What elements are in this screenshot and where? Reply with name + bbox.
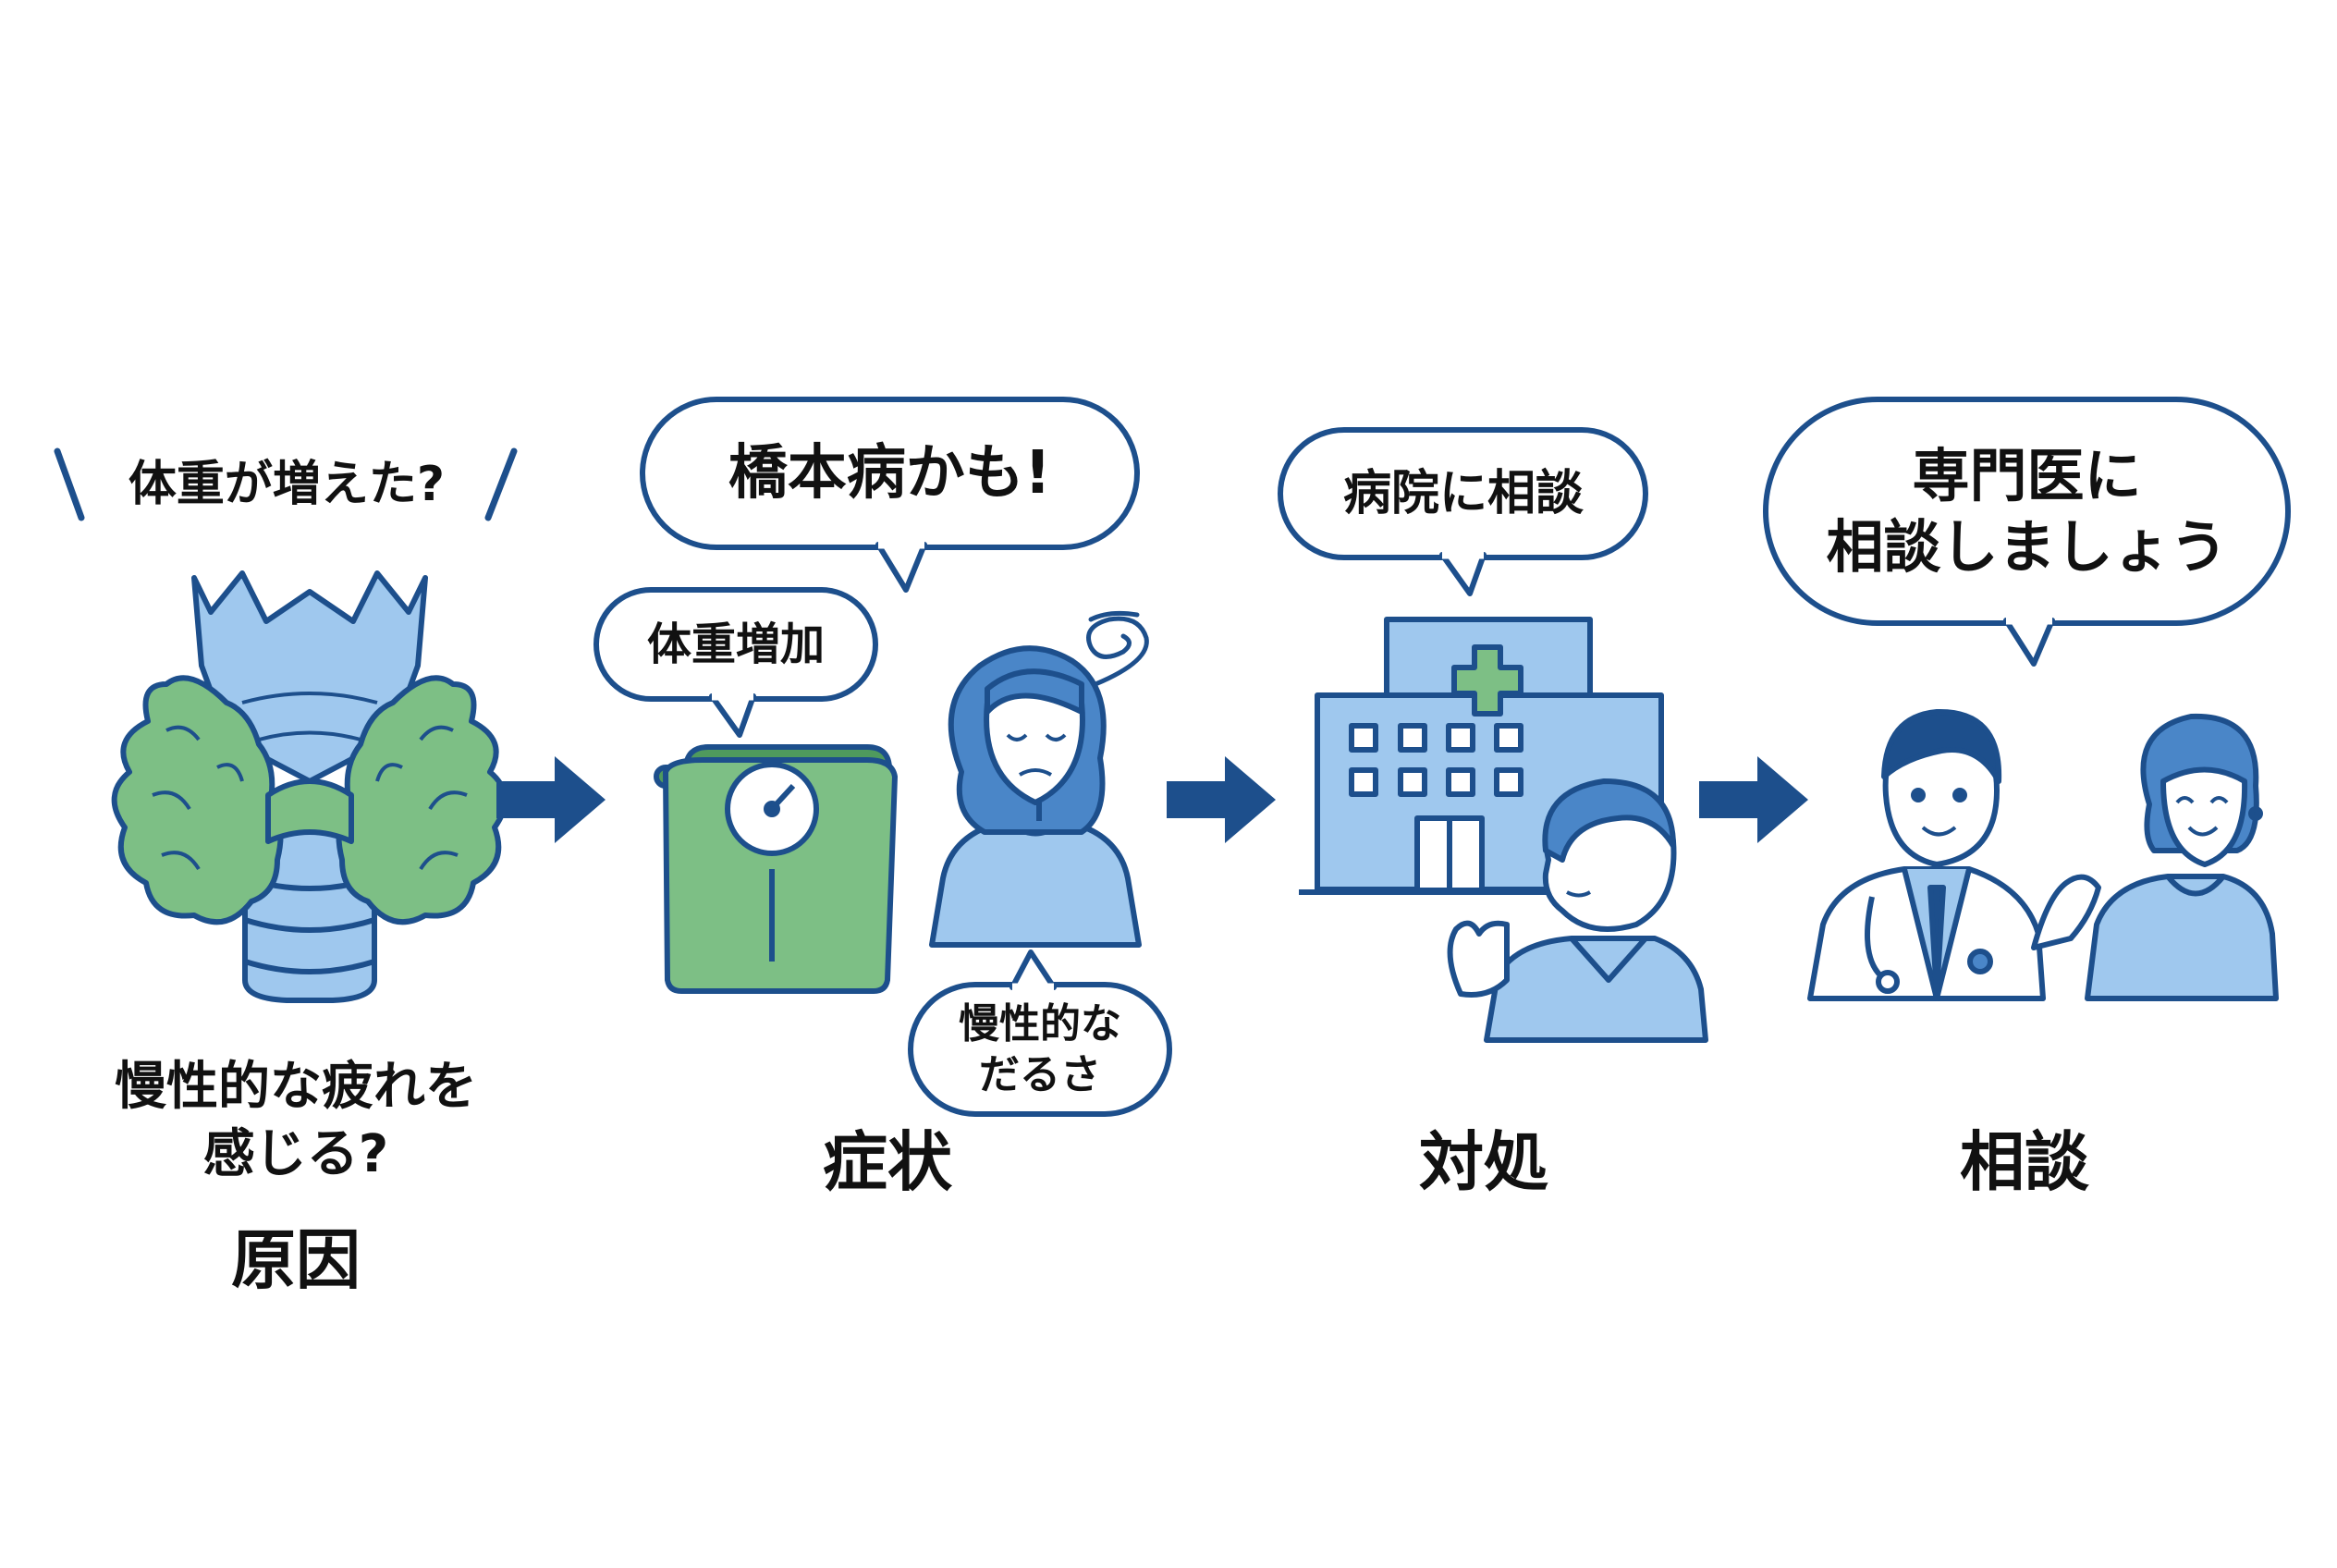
bubble-hashimoto bbox=[640, 397, 1140, 593]
man-pointing-icon bbox=[1447, 778, 1708, 1043]
bubble-specialist bbox=[1763, 397, 2291, 667]
thyroid-gland-icon bbox=[111, 570, 508, 1003]
bubble-text-hospital: 病院に相談 bbox=[1342, 465, 1584, 521]
bubble-weight bbox=[593, 587, 878, 738]
step-title-consult: 相談 bbox=[1960, 1124, 2089, 1200]
arrow-right-icon bbox=[1699, 756, 1808, 843]
bubble-text-fatigue: 慢性的な だるさ bbox=[959, 1000, 1121, 1098]
dizzy-swirl-icon bbox=[1086, 610, 1149, 687]
bubble-fatigue bbox=[908, 949, 1172, 1117]
doctor-icon bbox=[1807, 708, 2101, 1001]
tired-woman-icon bbox=[929, 645, 1142, 948]
step-title-cause: 原因 bbox=[231, 1222, 361, 1298]
arrow-right-icon bbox=[496, 756, 606, 843]
speech-lines bbox=[54, 447, 518, 521]
bubble-text-weight-gain-question: 体重が増えた? bbox=[128, 456, 446, 512]
bubble-text-specialist: 専門医に 相談しましょう bbox=[1826, 441, 2228, 582]
weight-scale-icon bbox=[654, 744, 898, 994]
smiling-woman-icon bbox=[2085, 713, 2279, 1001]
step-title-symptom: 症状 bbox=[823, 1124, 952, 1200]
cause-question: 慢性的な疲れを 感じる? bbox=[115, 1057, 477, 1184]
arrow-right-icon bbox=[1167, 756, 1276, 843]
bubble-hospital bbox=[1278, 427, 1648, 596]
step-title-action: 対処 bbox=[1419, 1124, 1548, 1200]
bubble-text-weight-gain: 体重増加 bbox=[646, 619, 825, 670]
bubble-text-hashimoto: 橋本病かも! bbox=[728, 439, 1052, 508]
